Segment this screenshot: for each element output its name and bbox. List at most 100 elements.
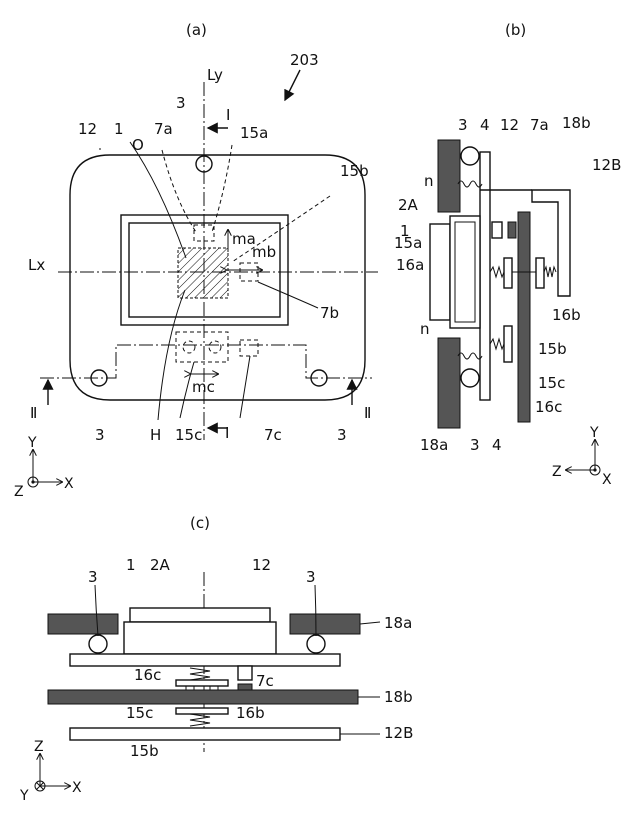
label-15a: 15a — [240, 124, 268, 142]
frame-18a-top — [437, 139, 461, 213]
label-b-1: 1 — [400, 222, 410, 240]
label-3-bottom-left: 3 — [95, 426, 105, 444]
leader-c-18a — [359, 621, 381, 625]
axes-c: Z X Y — [19, 739, 82, 804]
label-b-7a: 7a — [530, 116, 549, 134]
label-3-top: 3 — [176, 94, 186, 112]
spring-16b-c — [189, 713, 211, 727]
label-i-bottom: I — [225, 424, 229, 442]
leader-7a — [161, 149, 197, 233]
label-b-16c: 16c — [535, 398, 562, 416]
axis-a-y: Y — [27, 435, 37, 451]
label-c-18b: 18b — [384, 688, 413, 706]
label-c-12: 12 — [252, 556, 271, 574]
leader-7b — [257, 281, 319, 309]
ball-3-c-right — [306, 634, 326, 654]
label-b-n-bottom: n — [420, 320, 430, 338]
label-b-12b: 12B — [592, 156, 621, 174]
hatched-region-h — [177, 247, 229, 299]
bracket-12b-b — [531, 189, 571, 297]
label-b-2a: 2A — [398, 196, 419, 214]
part-15b-b — [503, 325, 513, 363]
label-c-15b: 15b — [130, 742, 159, 760]
ball-3-b-top — [460, 146, 480, 166]
label-ii-right: Ⅱ — [364, 404, 371, 422]
part-15c-right-hole — [208, 340, 222, 354]
label-c-16c: 16c — [134, 666, 161, 684]
axis-a-z: Z — [14, 484, 24, 500]
part-7a-b — [491, 221, 503, 239]
label-c-7c: 7c — [256, 672, 274, 690]
label-mc: mc — [192, 378, 215, 396]
label-3-bottom-right: 3 — [337, 426, 347, 444]
label-c-3-right: 3 — [306, 568, 316, 586]
label-i-top: I — [226, 106, 230, 124]
label-c-18a: 18a — [384, 614, 412, 632]
axes-b: Y Z X — [552, 425, 612, 488]
label-b-12: 12 — [500, 116, 519, 134]
leader-15a — [211, 144, 233, 233]
label-1: 1 — [114, 120, 124, 138]
label-ly: Ly — [207, 66, 223, 84]
label-15b: 15b — [340, 162, 369, 180]
figure-number: 203 — [290, 51, 319, 69]
axis-c-z: Z — [34, 739, 44, 755]
base-plate-12 — [69, 154, 366, 401]
part-7a — [193, 224, 215, 242]
label-b-4-top: 4 — [480, 116, 490, 134]
label-b-15b: 15b — [538, 340, 567, 358]
label-c-2a: 2A — [150, 556, 171, 574]
leader-c-3-right — [314, 584, 317, 637]
label-12: 12 — [78, 120, 97, 138]
label-b-15c: 15c — [538, 374, 565, 392]
frame-18a-c-right — [289, 613, 361, 635]
spring-n-bottom — [457, 352, 483, 360]
frame-18b-c — [47, 689, 359, 705]
axis-a-x: X — [64, 476, 74, 492]
plate-12-b — [479, 151, 491, 401]
part-7c — [239, 339, 259, 357]
axis-c-x: X — [72, 780, 82, 796]
view-b: (b) 3 4 12 7a — [394, 21, 621, 488]
view-c: (c) 3 1 2A — [19, 514, 413, 804]
label-b-18b: 18b — [562, 114, 591, 132]
leader-15b — [231, 195, 331, 263]
label-h: H — [150, 426, 161, 444]
spring-16c-c — [189, 667, 211, 681]
caption-b: (b) — [505, 21, 526, 39]
label-c-3-left: 3 — [88, 568, 98, 586]
ball-3-top — [195, 155, 213, 173]
figure-number-arrow — [284, 69, 301, 102]
label-b-4-bottom: 4 — [492, 436, 502, 454]
label-7b: 7b — [320, 304, 339, 322]
label-c-12b: 12B — [384, 724, 413, 742]
label-o: O — [132, 136, 144, 154]
spring-16c — [489, 337, 505, 351]
package-1-b — [429, 223, 451, 321]
package-1-c — [129, 607, 271, 623]
part-16b-c — [175, 707, 229, 715]
section-line-ii — [40, 344, 372, 379]
leader-h — [157, 289, 186, 421]
label-c-16b: 16b — [236, 704, 265, 722]
ball-3-b-bottom — [460, 368, 480, 388]
label-lx: Lx — [28, 256, 45, 274]
caption-a: (a) — [186, 21, 207, 39]
plate-12-c — [69, 653, 341, 667]
ball-3-c-left — [88, 634, 108, 654]
label-b-18a: 18a — [420, 436, 448, 454]
part-16c-c — [175, 679, 229, 687]
axes-a: Y X Z — [14, 435, 74, 500]
leader-7c — [239, 355, 251, 419]
leader-c-3-left — [94, 584, 99, 637]
part-7c-c — [237, 665, 253, 681]
label-b-3-top: 3 — [458, 116, 468, 134]
leader-15c — [179, 361, 195, 419]
label-b-3-bottom: 3 — [470, 436, 480, 454]
frame-18b-b — [517, 211, 531, 423]
axis-b-x: X — [602, 472, 612, 488]
axis-b-y: Y — [589, 425, 599, 441]
frame-18a-c-left — [47, 613, 119, 635]
bracket-12b-c — [69, 727, 341, 741]
